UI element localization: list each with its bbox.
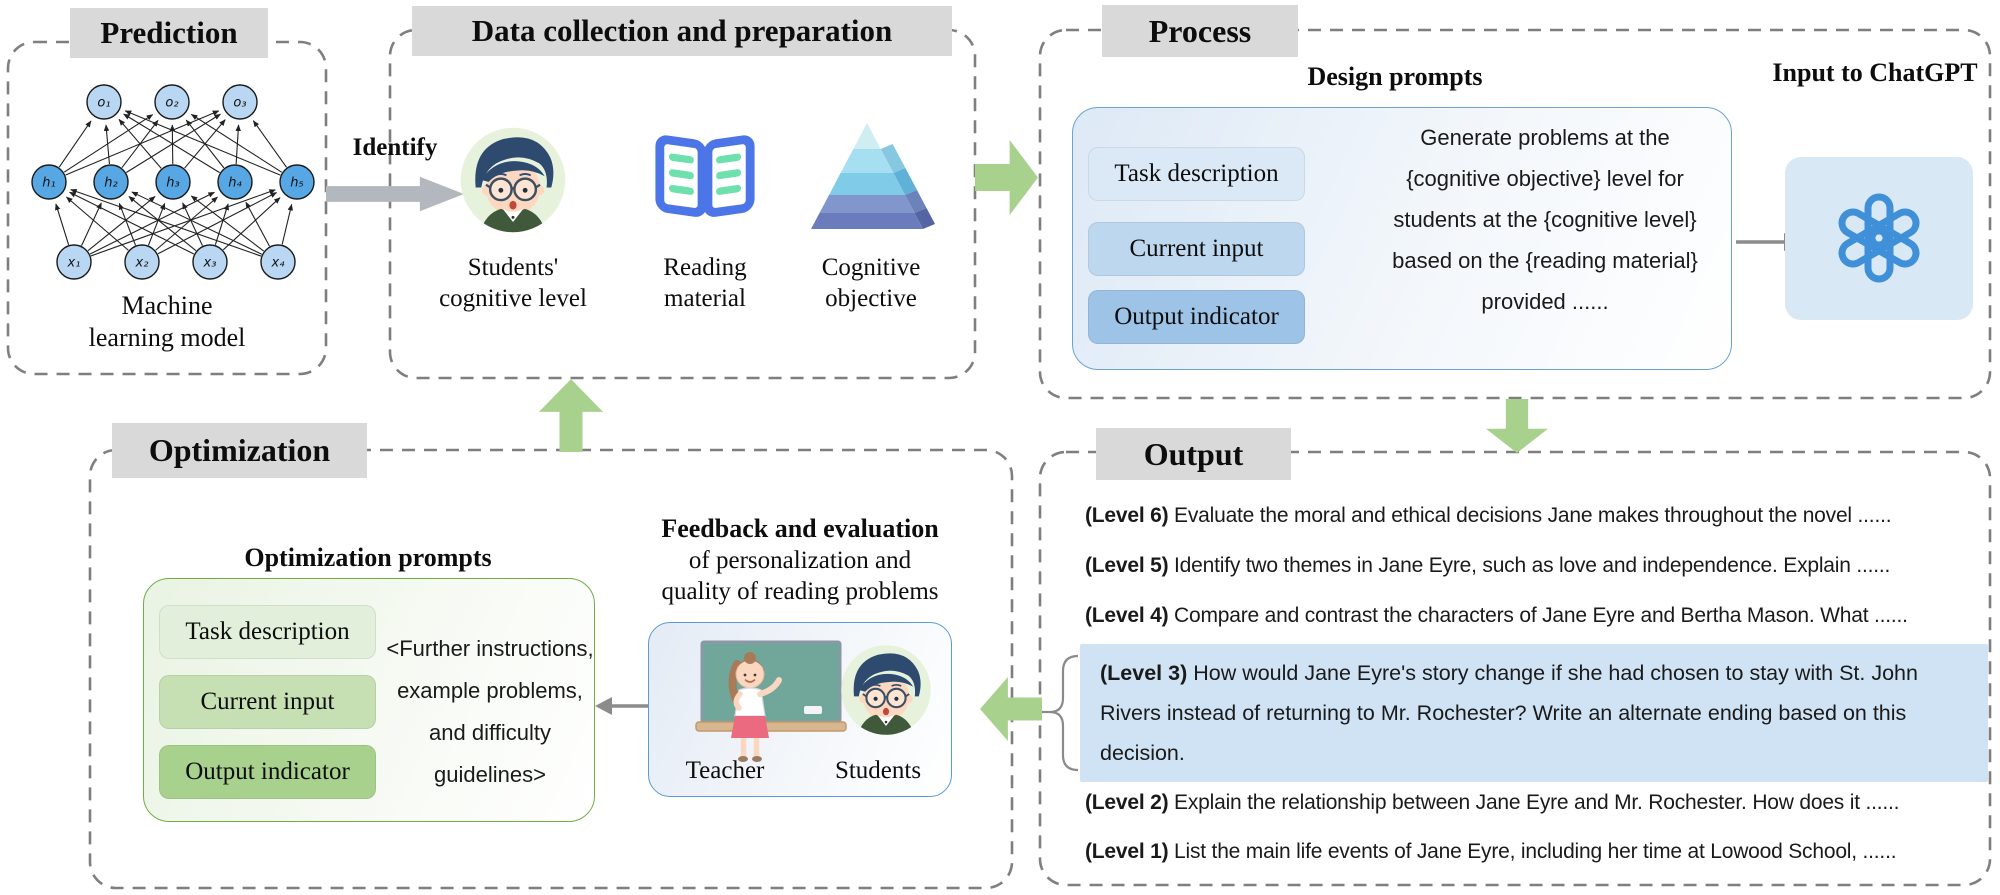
feedback-subtitle-line: quality of reading problems <box>661 578 939 605</box>
pyramid-icon <box>811 123 935 229</box>
chatgpt-box <box>1785 157 1973 320</box>
students-cognitive-level-label: Students' cognitive level <box>439 254 587 312</box>
prompt-component-box: Current input <box>159 675 376 729</box>
svg-text:x₄: x₄ <box>271 256 286 271</box>
text-line: guidelines> <box>434 762 546 787</box>
text-line: learning model <box>88 323 246 352</box>
text-line: <Further instructions, <box>386 636 594 661</box>
teacher-label: Teacher <box>685 757 765 784</box>
svg-text:x₃: x₃ <box>203 256 217 271</box>
output-levels-list: (Level 6) Evaluate the moral and ethical… <box>1040 452 1990 885</box>
data-collection-panel-title: Data collection and preparation <box>412 6 952 56</box>
output-level-row: (Level 2) Explain the relationship betwe… <box>1085 791 1900 814</box>
reading-material-label: Reading material <box>663 254 747 312</box>
identify-label: Identify <box>352 134 438 161</box>
prompt-component-box: Task description <box>1088 147 1305 201</box>
text-line: provided ...... <box>1481 289 1609 314</box>
text-line: Machine <box>121 291 213 320</box>
svg-text:x₁: x₁ <box>67 256 81 271</box>
output-level-highlighted: (Level 3) How would Jane Eyre's story ch… <box>1080 644 1988 782</box>
output-level-row: (Level 6) Evaluate the moral and ethical… <box>1085 504 1892 527</box>
prompt-component-box: Current input <box>1088 222 1305 276</box>
output-level-row: (Level 1) List the main life events of J… <box>1085 840 1897 863</box>
optimization-panel-title: Optimization <box>112 423 367 478</box>
process-panel-title: Process <box>1102 5 1298 57</box>
svg-text:o₃: o₃ <box>233 96 246 111</box>
text-line: students at the {cognitive level} <box>1393 207 1697 232</box>
svg-text:h₁: h₁ <box>42 176 55 191</box>
feedback-heading-bold: Feedback and evaluation <box>661 514 939 543</box>
svg-text:o₁: o₁ <box>97 96 110 111</box>
prompt-component-box: Output indicator <box>159 745 376 799</box>
student-avatar-icon <box>457 124 569 236</box>
text-line: based on the {reading material} <box>1392 248 1698 273</box>
feedback-subtitle-line: of personalization and <box>688 547 912 574</box>
prompt-text: Generate problems at the {cognitive objec… <box>1365 117 1725 322</box>
svg-text:h₅: h₅ <box>290 176 303 191</box>
text-line: {cognitive objective} level for <box>1406 166 1684 191</box>
output-level-row: (Level 5) Identify two themes in Jane Ey… <box>1085 554 1891 577</box>
cognitive-objective-label: Cognitive objective <box>821 254 921 312</box>
openai-logo-icon <box>1838 193 1920 283</box>
svg-text:h₄: h₄ <box>228 176 242 191</box>
students-label: Students <box>834 757 922 784</box>
svg-text:h₂: h₂ <box>104 176 117 191</box>
svg-text:h₃: h₃ <box>166 176 179 191</box>
svg-text:x₂: x₂ <box>135 256 149 271</box>
input-to-chatgpt-heading: Input to ChatGPT <box>1772 58 1978 87</box>
output-panel-title: Output <box>1096 428 1291 480</box>
prediction-panel-title: Prediction <box>70 8 268 58</box>
optimization-prompts-heading: Optimization prompts <box>244 543 492 572</box>
machine-learning-caption: Machine learning model <box>37 290 297 354</box>
text-line: example problems, <box>397 678 583 703</box>
open-book-icon <box>655 135 755 217</box>
output-level-row: (Level 4) Compare and contrast the chara… <box>1085 604 1908 627</box>
svg-text:o₂: o₂ <box>165 96 178 111</box>
optimization-note-text: <Further instructions, example problems, a… <box>365 628 615 796</box>
feedback-heading: Feedback and evaluation of personalizati… <box>630 512 970 607</box>
text-line: Generate problems at the <box>1420 125 1670 150</box>
neural-network-diagram: x₁ x₂ x₃ x₄ h₁ h₂ h₃ h₄ h₅ o₁ o₂ o₃ <box>31 84 315 280</box>
prompt-component-box: Task description <box>159 605 376 659</box>
student-avatar-icon <box>838 642 934 738</box>
teacher-blackboard-icon <box>695 640 847 762</box>
design-prompts-heading: Design prompts <box>1307 62 1483 91</box>
prompt-component-box: Output indicator <box>1088 290 1305 344</box>
text-line: and difficulty <box>429 720 551 745</box>
